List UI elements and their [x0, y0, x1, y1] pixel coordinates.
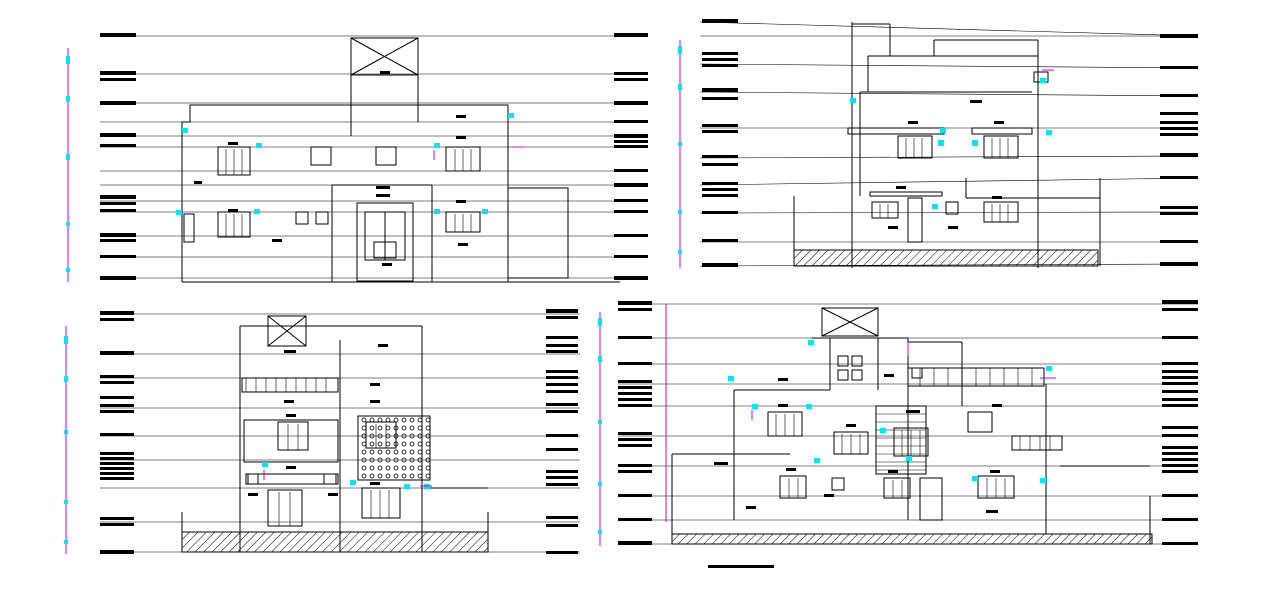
drawing-caption-underline: [708, 565, 774, 568]
annotations: [176, 71, 524, 266]
dimension-chain: [678, 40, 682, 268]
level-tags-right: [614, 33, 648, 280]
elevation-4: [598, 300, 1198, 546]
windows: [871, 71, 1049, 223]
level-tags-right: [546, 309, 578, 554]
building-outline: [181, 315, 489, 553]
elevation-1: [66, 33, 648, 283]
level-tags-right: [1160, 34, 1198, 266]
building-outline: [793, 22, 1101, 268]
level-tags-left: [618, 301, 652, 545]
level-lines: [699, 21, 1199, 267]
windows: [183, 146, 481, 243]
level-tags-right: [1162, 300, 1198, 545]
annotations: [714, 340, 1056, 513]
windows: [767, 355, 1015, 521]
dimension-chain: [64, 326, 68, 554]
annotations: [850, 69, 1054, 229]
dimension-chain: [598, 304, 667, 546]
level-tags-left: [100, 311, 134, 554]
elevation-3: [64, 309, 580, 554]
level-tags-left: [100, 33, 136, 280]
annotations: [248, 344, 432, 496]
building-outline: [181, 37, 620, 283]
drawing-caption: [706, 563, 774, 571]
windows: [245, 421, 401, 527]
building-outline: [671, 307, 1153, 545]
elevation-2: [678, 19, 1199, 268]
level-tags-left: [702, 19, 738, 267]
dimension-chain: [66, 48, 70, 282]
